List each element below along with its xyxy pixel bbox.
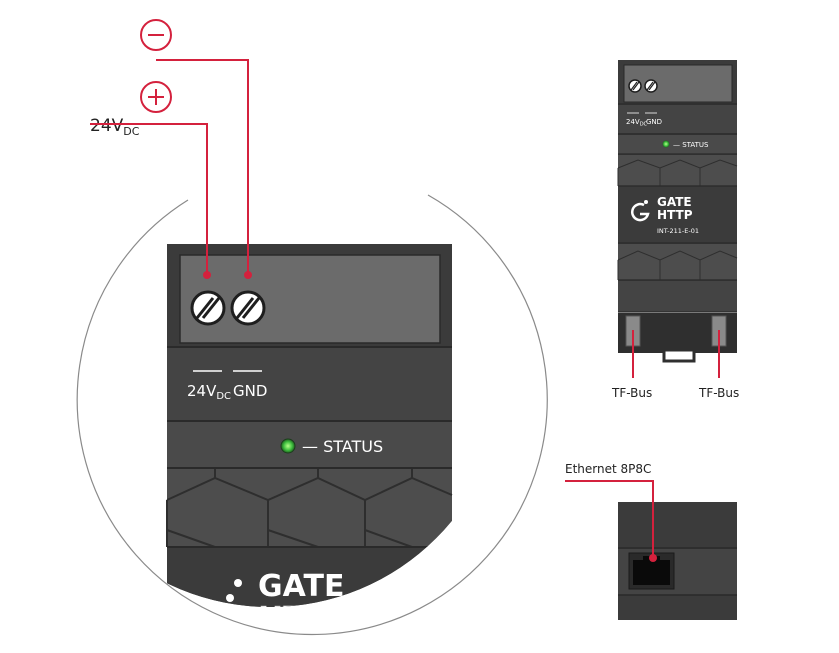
plus-wire xyxy=(90,123,208,275)
module-brand-line1: GATE xyxy=(657,195,692,209)
module-overview: 24VDC GND — STATUS GATE HTTP INT-211-E-0… xyxy=(617,60,738,363)
zoom-circle-outline xyxy=(76,194,548,636)
zoom-screw-plus xyxy=(190,290,226,326)
zoom-brand-line2: HTTP xyxy=(258,601,347,636)
zoom-brand-line1: GATE xyxy=(258,569,344,604)
minus-symbol xyxy=(140,19,172,51)
module-label-24v: 24VDC xyxy=(626,118,648,128)
ethernet-label: Ethernet 8P8C xyxy=(565,462,651,476)
zoomed-device: 24VDC GND — STATUS GATE HTTP xyxy=(166,244,453,636)
zoom-status-led xyxy=(280,438,296,454)
module-screws xyxy=(628,79,658,93)
zoom-terminal-panel xyxy=(179,254,441,344)
module-din-clip xyxy=(662,348,696,363)
tf-bus-label-left: TF-Bus xyxy=(611,386,652,400)
module-model-number: INT-211-E-01 xyxy=(657,227,699,235)
zoom-label-gnd: GND xyxy=(233,382,267,400)
zoom-brand-logo xyxy=(226,579,242,602)
plus-symbol xyxy=(140,81,172,113)
minus-wire xyxy=(156,59,249,275)
zoom-status-label: — STATUS xyxy=(302,437,383,456)
supply-voltage-label: 24VDC xyxy=(90,116,140,138)
ethernet-module-detail xyxy=(618,502,737,620)
module-label-gnd: GND xyxy=(646,118,662,126)
zoom-label-24v: 24VDC xyxy=(187,382,231,402)
module-brand-logo xyxy=(631,200,650,222)
tf-bus-label-right: TF-Bus xyxy=(698,386,739,400)
module-status-led xyxy=(662,140,670,148)
zoom-hex-texture xyxy=(166,469,453,548)
zoom-screw-minus xyxy=(230,290,266,326)
module-status-label: — STATUS xyxy=(673,141,709,149)
ethernet-wire xyxy=(565,480,654,558)
module-brand-line2: HTTP xyxy=(657,208,693,222)
